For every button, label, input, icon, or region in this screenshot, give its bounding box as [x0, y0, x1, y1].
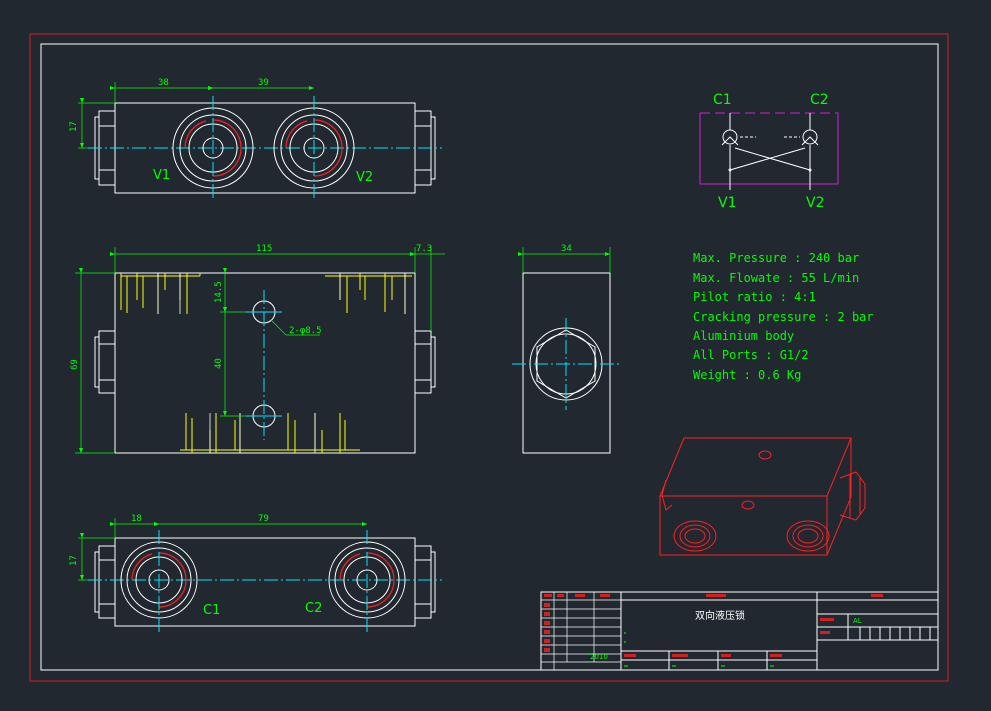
spec-line: Max. Pressure : 240 bar	[693, 251, 859, 265]
spec-line: All Ports : G1/2	[693, 348, 809, 362]
front-dim-38: 38	[158, 78, 169, 88]
side-view	[512, 247, 621, 454]
port-label-v1: V1	[153, 168, 170, 183]
section-dim-115: 115	[256, 244, 272, 254]
drawing-title: 双向液压锁	[695, 609, 745, 622]
schematic-v2: V2	[806, 195, 824, 211]
spec-notes: Max. Pressure : 240 bar Max. Flowate : 5…	[693, 251, 874, 382]
port-label-v2: V2	[356, 170, 373, 185]
front-view	[78, 82, 442, 200]
side-dim-34: 34	[561, 244, 572, 254]
spec-line: Pilot ratio : 4:1	[693, 290, 816, 304]
bottom-view	[78, 518, 442, 632]
spec-line: Cracking pressure : 2 bar	[693, 310, 874, 324]
section-dim-7-3: 7.3	[416, 244, 432, 254]
material-value: AL	[853, 617, 862, 625]
front-dim-17: 17	[69, 121, 79, 132]
bottom-dim-79: 79	[258, 514, 269, 524]
title-block	[540, 591, 939, 671]
schematic-c1: C1	[713, 92, 732, 108]
outer-border	[29, 33, 949, 682]
schematic-v1: V1	[718, 195, 736, 211]
section-dim-14-5: 14.5	[214, 281, 224, 303]
section-dim-40: 40	[214, 358, 224, 369]
year-value: 2010	[590, 653, 608, 661]
port-label-c1: C1	[203, 603, 220, 618]
schematic-c2: C2	[810, 92, 829, 108]
bottom-dim-17: 17	[69, 555, 79, 566]
section-view	[75, 247, 445, 454]
spec-line: Max. Flowate : 55 L/min	[693, 271, 859, 285]
isometric-view	[659, 437, 866, 556]
spec-line: Aluminium body	[693, 329, 794, 343]
port-label-c2: C2	[305, 601, 322, 616]
hole-callout: 2-φ8.5	[289, 326, 322, 336]
front-dim-39: 39	[258, 78, 269, 88]
spec-line: Weight : 0.6 Kg	[693, 368, 801, 382]
section-dim-69: 69	[70, 359, 80, 370]
inner-border	[40, 43, 939, 671]
hydraulic-schematic	[699, 112, 839, 190]
bottom-dim-18: 18	[131, 514, 142, 524]
